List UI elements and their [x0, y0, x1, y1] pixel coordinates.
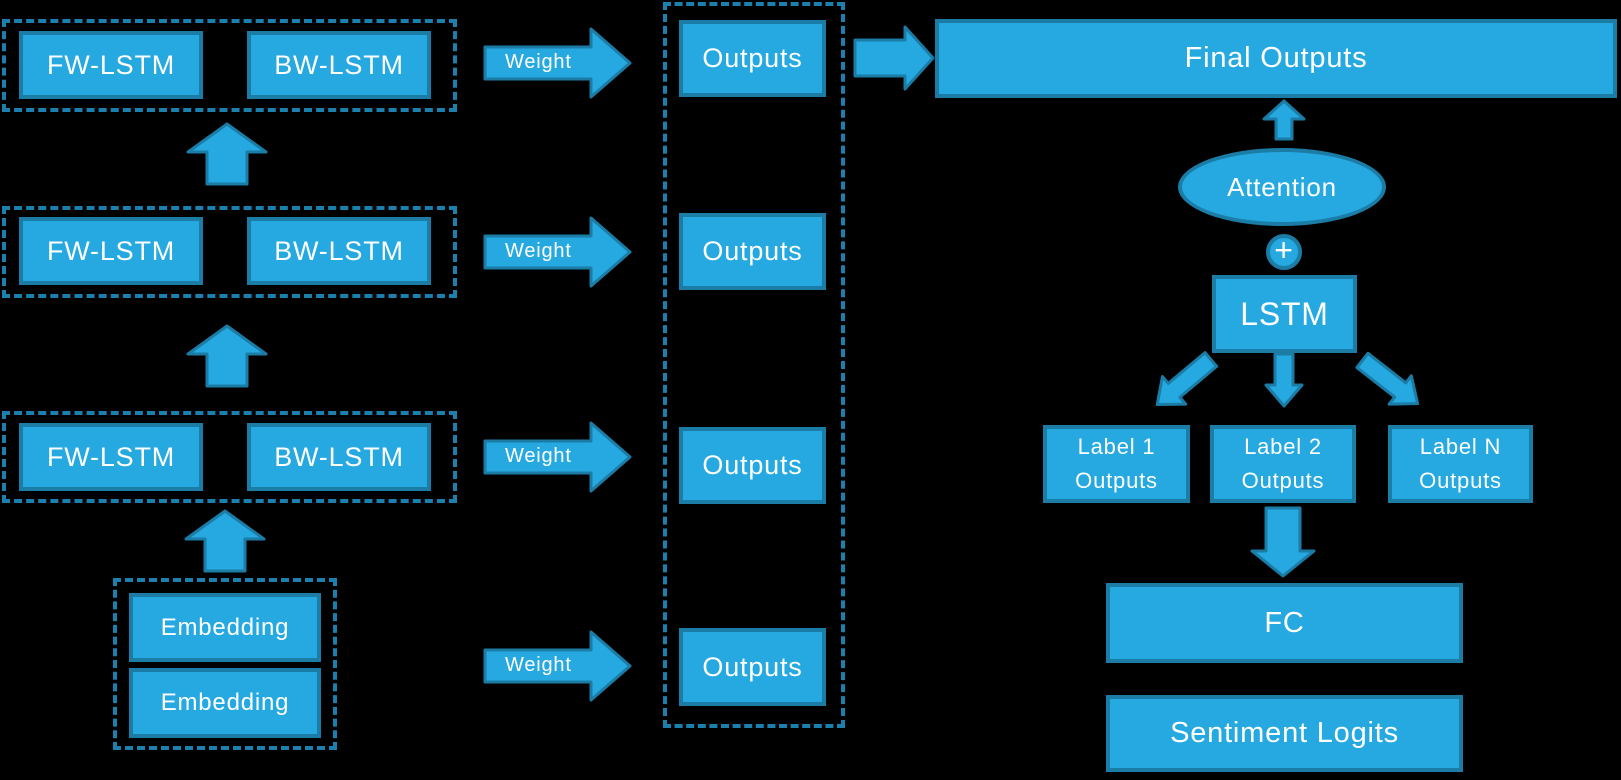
diag-arrow-lstm-to-label1	[1155, 351, 1219, 406]
down-arrow-lstm-to-label2	[1264, 352, 1304, 408]
outputs-box-2: Outputs	[679, 213, 826, 290]
final-outputs-box: Final Outputs	[935, 19, 1617, 98]
down-arrow-labels-to-fc	[1250, 506, 1316, 578]
right-arrow-outputs-to-final	[853, 25, 935, 91]
bilstm-row-3-container	[2, 411, 457, 503]
fc-box: FC	[1106, 583, 1463, 663]
label1-line1: Label 1	[1077, 434, 1156, 459]
bilstm-row-1-container	[2, 19, 457, 112]
label2-line1: Label 2	[1244, 434, 1322, 459]
attention-ellipse: Attention	[1178, 148, 1386, 226]
label2-outputs-box: Label 2 Outputs	[1210, 425, 1356, 503]
bw-lstm-box-2: BW-LSTM	[247, 217, 431, 285]
labelN-line2: Outputs	[1419, 468, 1502, 493]
embedding-container	[113, 578, 337, 750]
bilstm-row-2-container	[2, 206, 457, 298]
up-arrow-row3-to-row2	[186, 324, 268, 388]
diag-arrow-lstm-to-labelN	[1355, 351, 1420, 406]
plus-circle: +	[1266, 232, 1302, 270]
fw-lstm-box-2: FW-LSTM	[19, 217, 203, 285]
label2-line2: Outputs	[1241, 468, 1325, 493]
outputs-box-1: Outputs	[679, 20, 826, 97]
lstm-box: LSTM	[1212, 275, 1357, 353]
labelN-outputs-box: Label N Outputs	[1388, 425, 1533, 503]
weight-arrow-1	[483, 27, 632, 99]
outputs-box-3: Outputs	[679, 427, 826, 504]
fw-lstm-box-1: FW-LSTM	[19, 31, 203, 99]
outputs-column-container	[663, 2, 845, 728]
weight-arrow-2	[483, 216, 632, 288]
bw-lstm-box-1: BW-LSTM	[247, 31, 431, 99]
outputs-box-4: Outputs	[679, 628, 826, 706]
label1-outputs-box: Label 1 Outputs	[1043, 425, 1190, 503]
labelN-line1: Label N	[1419, 434, 1502, 459]
up-arrow-row2-to-row1	[186, 122, 268, 186]
weight-arrow-3	[483, 421, 632, 493]
up-arrow-attention-to-final	[1262, 99, 1306, 141]
fw-lstm-box-3: FW-LSTM	[19, 423, 203, 491]
weight-arrow-4	[483, 630, 632, 702]
up-arrow-embedding-to-row3	[184, 509, 266, 573]
sentiment-logits-box: Sentiment Logits	[1106, 695, 1463, 772]
label1-line2: Outputs	[1075, 468, 1158, 493]
embedding-box-2: Embedding	[129, 668, 321, 738]
bw-lstm-box-3: BW-LSTM	[247, 423, 431, 491]
embedding-box-1: Embedding	[129, 593, 321, 662]
